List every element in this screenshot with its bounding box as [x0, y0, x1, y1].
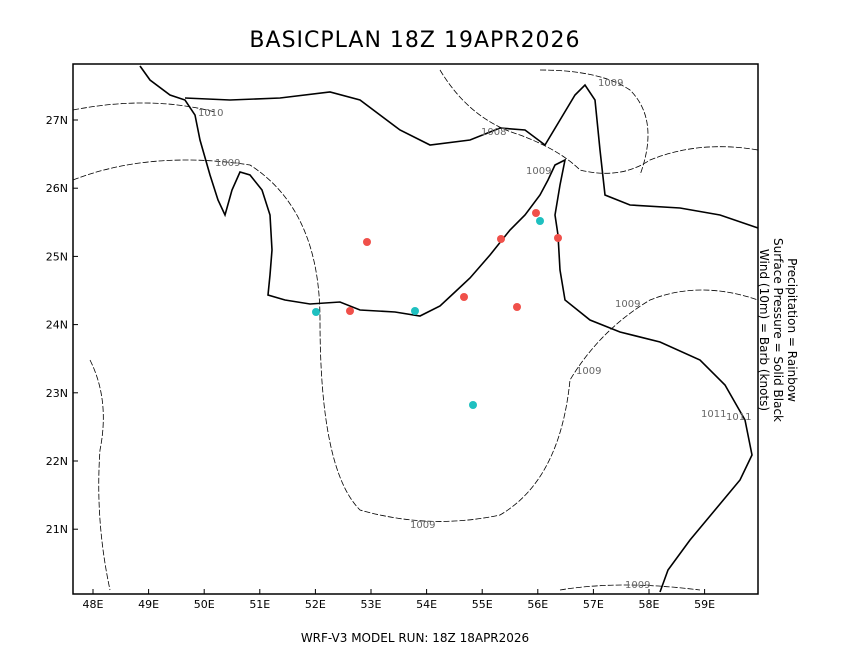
- contour-label: 1009: [576, 366, 601, 377]
- precip-red-point: [346, 307, 354, 315]
- contour-labels: 1010 1009 1008 1009 1009 1009 1009 1009 …: [198, 78, 751, 591]
- lon-tick-label: 59E: [694, 598, 715, 611]
- lat-axis: 27N 26N 25N 24N 23N 22N 21N: [46, 114, 78, 536]
- lon-tick-label: 50E: [194, 598, 215, 611]
- contour-label: 1010: [198, 108, 223, 119]
- coastline: [139, 65, 759, 593]
- lon-tick-label: 49E: [138, 598, 159, 611]
- lon-tick-label: 56E: [527, 598, 548, 611]
- precip-red-point: [460, 293, 468, 301]
- precip-points: [312, 209, 562, 409]
- contour-label: 1009: [410, 520, 435, 531]
- lon-tick-label: 53E: [361, 598, 382, 611]
- contour-label: 1011: [726, 412, 751, 423]
- contour-label: 1008: [481, 127, 506, 138]
- contour-label: 1009: [625, 580, 650, 591]
- precip-red-point: [497, 235, 505, 243]
- lat-tick-label: 23N: [46, 387, 68, 400]
- model-run-label: WRF-V3 MODEL RUN: 18Z 18APR2026: [300, 631, 530, 645]
- precip-red-point: [554, 234, 562, 242]
- lon-tick-label: 58E: [639, 598, 660, 611]
- lon-axis: 48E 49E 50E 51E 52E 53E 54E 55E 56E 57E 58E 59E: [83, 589, 715, 611]
- precip-cyan-point: [536, 217, 544, 225]
- contour-label: 1011: [701, 409, 726, 420]
- precip-red-point: [532, 209, 540, 217]
- isobars: [72, 69, 759, 591]
- precip-cyan-point: [312, 308, 320, 316]
- lat-tick-label: 25N: [46, 250, 68, 263]
- contour-label: 1009: [526, 166, 551, 177]
- lon-tick-label: 57E: [583, 598, 604, 611]
- lon-tick-label: 52E: [305, 598, 326, 611]
- contour-label: 1009: [598, 78, 623, 89]
- chart-title: BASICPLAN 18Z 19APR2026: [249, 28, 581, 53]
- lat-tick-label: 26N: [46, 182, 68, 195]
- map-frame: [72, 63, 759, 595]
- precip-red-point: [513, 303, 521, 311]
- lon-tick-label: 54E: [416, 598, 437, 611]
- lon-tick-label: 51E: [249, 598, 270, 611]
- lon-tick-label: 55E: [472, 598, 493, 611]
- contour-label: 1009: [615, 299, 640, 310]
- lon-tick-label: 48E: [83, 598, 104, 611]
- precip-cyan-point: [411, 307, 419, 315]
- precip-cyan-point: [469, 401, 477, 409]
- lat-tick-label: 27N: [46, 114, 68, 127]
- precip-red-point: [363, 238, 371, 246]
- lat-tick-label: 24N: [46, 319, 68, 332]
- contour-label: 1009: [215, 158, 240, 169]
- lat-tick-label: 21N: [46, 523, 68, 536]
- lat-tick-label: 22N: [46, 455, 68, 468]
